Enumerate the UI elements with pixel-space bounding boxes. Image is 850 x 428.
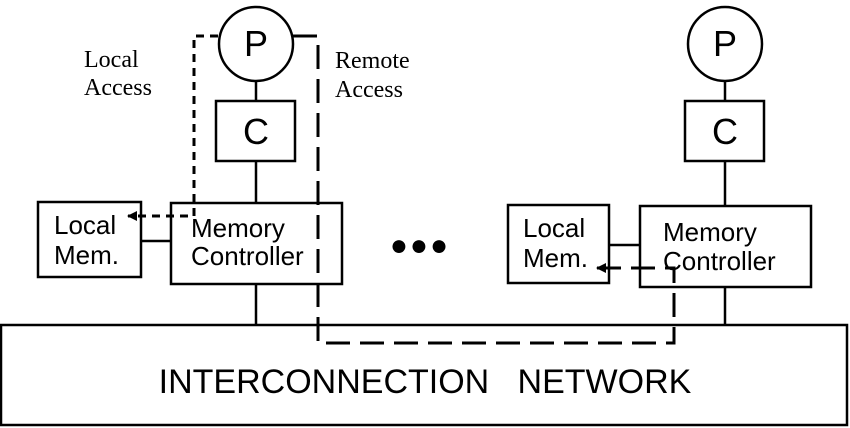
right-local-memory [506,203,611,285]
right-localmem-line2: Mem. [523,243,588,273]
remote-access-path [293,34,676,345]
left-cache-label: C [243,111,269,152]
interconnection-network-label: INTERCONNECTION NETWORK [159,363,692,401]
left-memory-controller [169,201,344,286]
right-cache [683,99,766,163]
left-local-memory [36,200,143,279]
interconnection-network-box [0,323,849,427]
remote-access-label-line1: Remote [335,48,410,74]
left-processor-label: P [244,23,268,64]
local-access-path [127,34,218,221]
right-processor-label: P [713,23,737,64]
right-cache-label: C [712,111,738,152]
left-mc-line2: Controller [191,241,304,271]
remote-access-label-line2: Access [335,77,403,103]
right-localmem-line1: Local [523,213,585,243]
local-access-label-line2: Access [84,75,152,101]
right-mc-line1: Memory [663,217,757,247]
right-mc-line2: Controller [663,246,776,276]
left-localmem-line1: Local [54,210,116,240]
local-access-label-line1: Local [84,47,139,73]
node-ellipsis: ●●● [390,229,450,262]
left-localmem-line2: Mem. [54,240,119,270]
left-mc-line1: Memory [191,213,285,243]
